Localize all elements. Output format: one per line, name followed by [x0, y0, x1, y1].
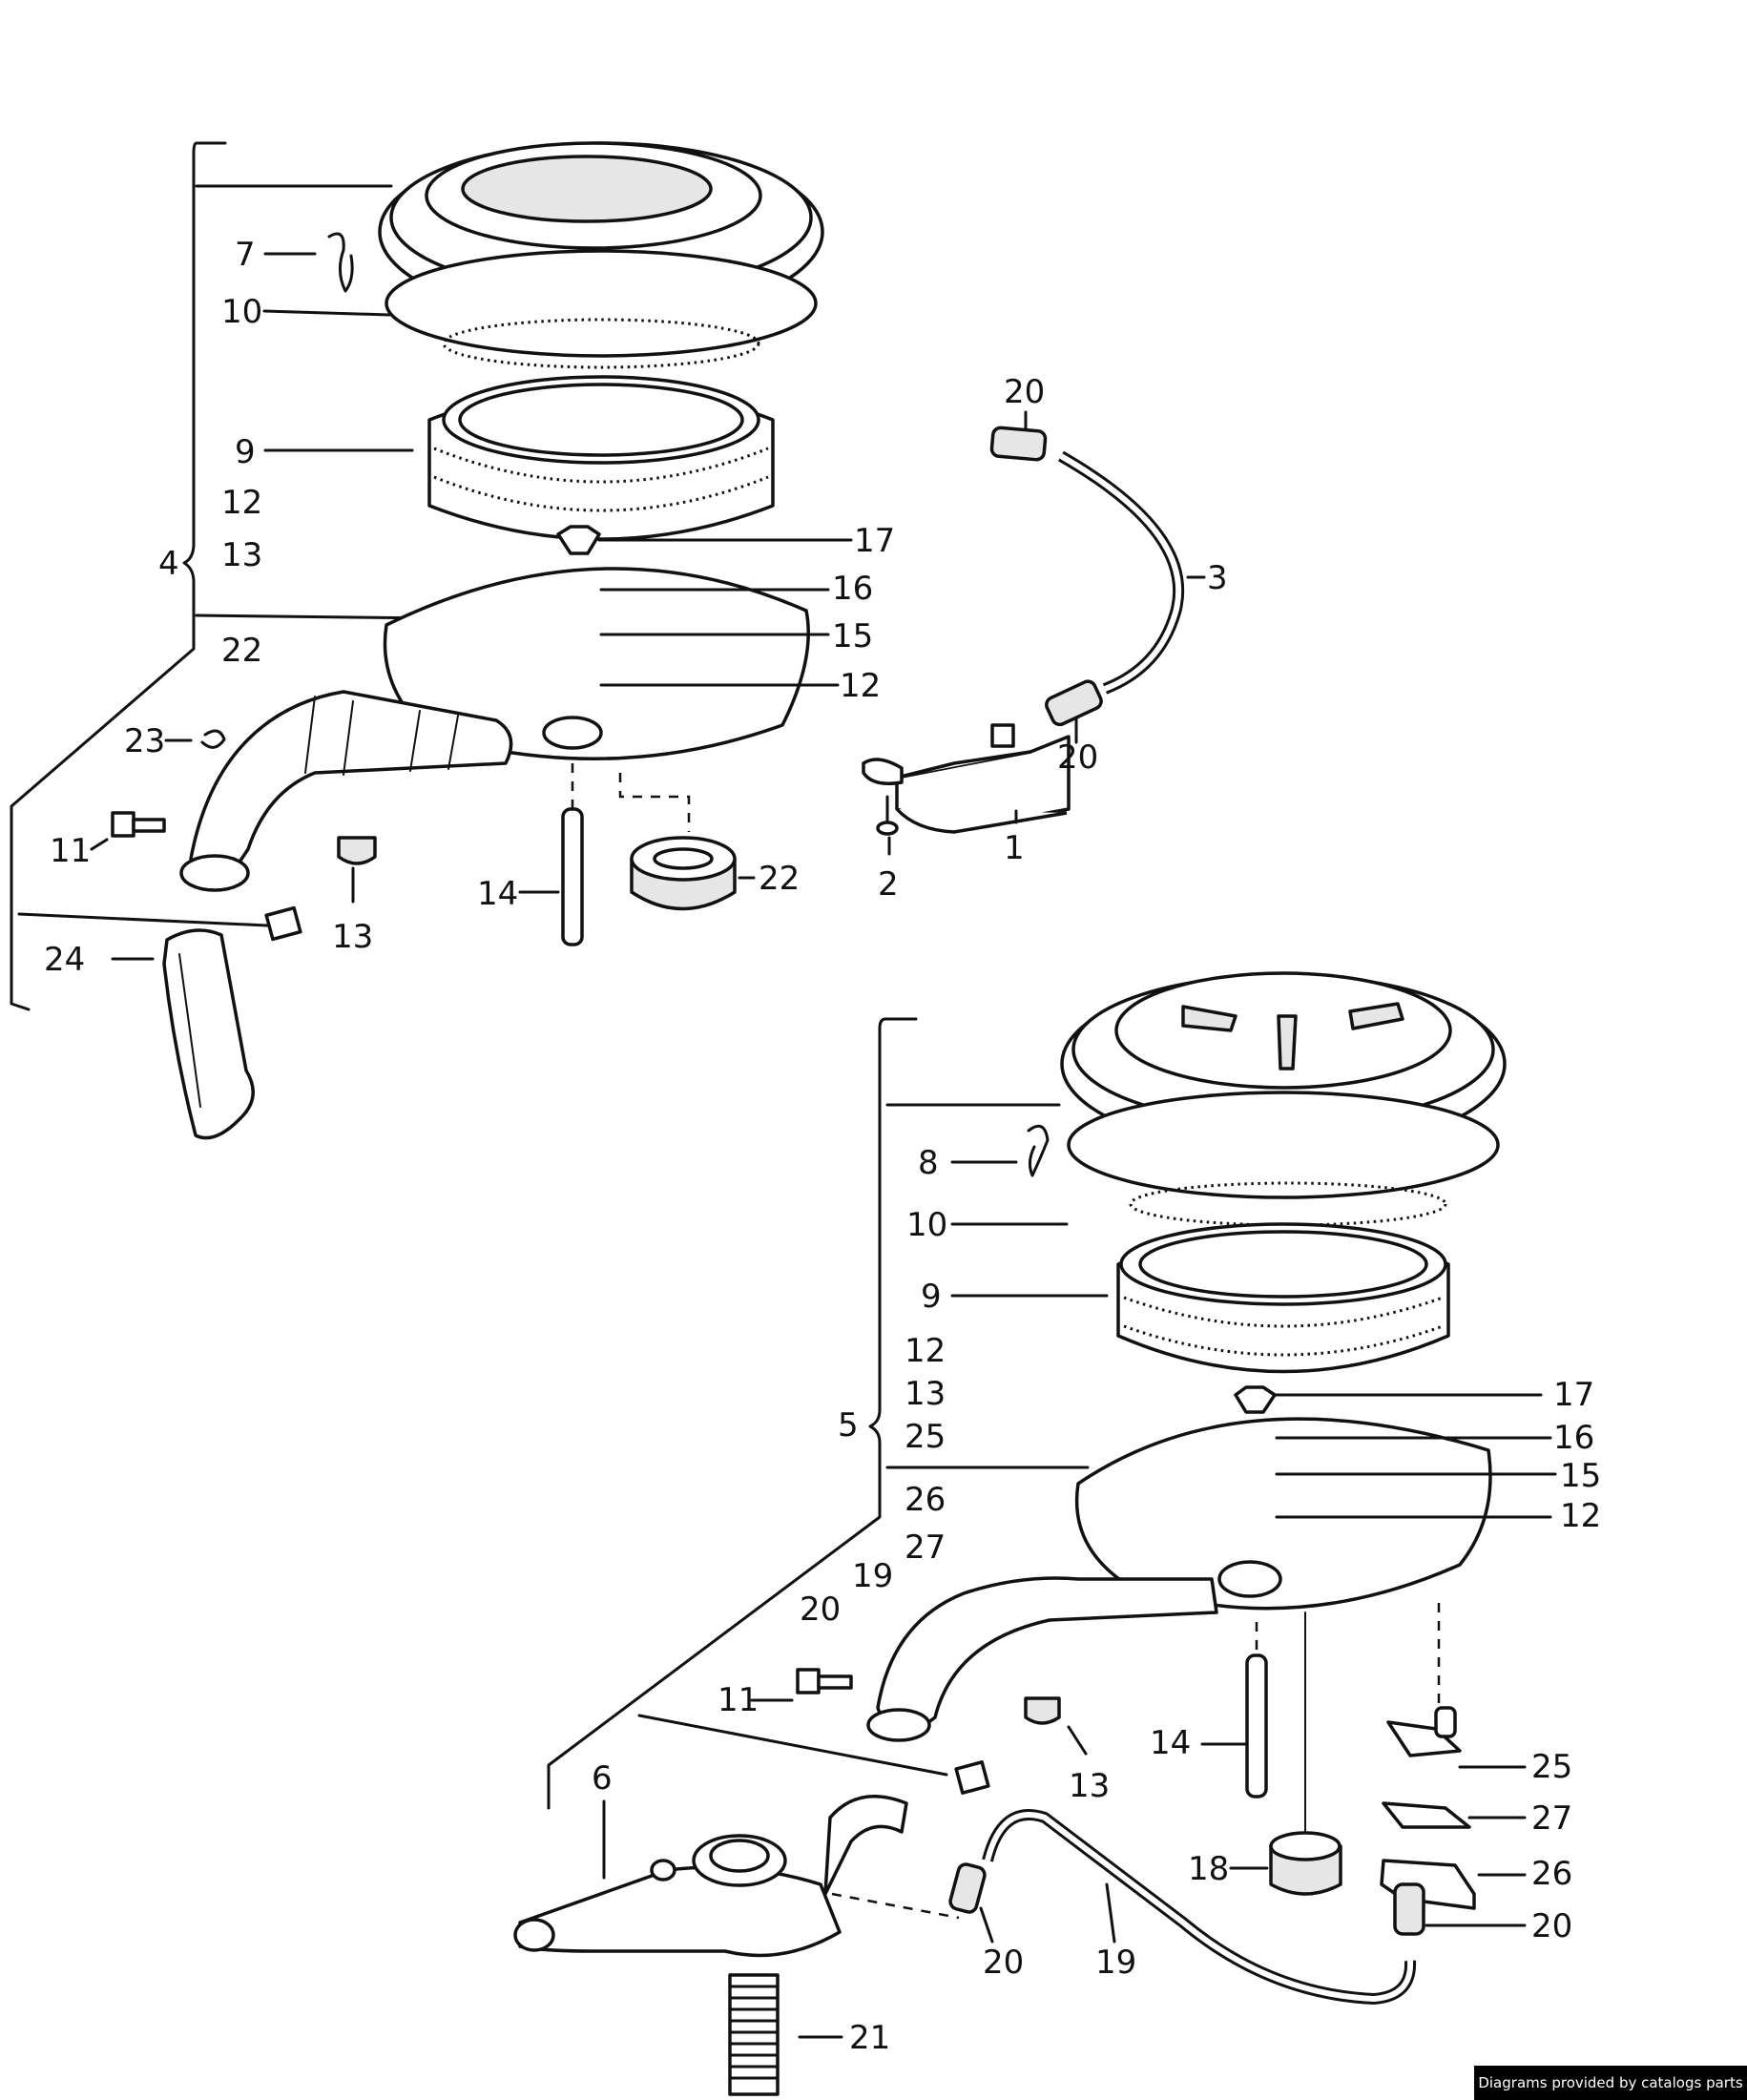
callout-b26: 26 [905, 1481, 946, 1519]
warm-air-regulator [513, 1795, 908, 1958]
callout-b19: 19 [852, 1557, 893, 1595]
callout-b20b: 20 [1531, 1907, 1572, 1945]
callout-a20t: 20 [1004, 373, 1045, 411]
spring-clip-2 [1027, 1124, 1050, 1177]
intake-duct [162, 928, 255, 1140]
bolt-2 [796, 1668, 853, 1695]
callout-a22b: 22 [759, 860, 800, 898]
wire-clip [200, 729, 226, 749]
callout-b9: 9 [921, 1278, 942, 1316]
hose-sleeve-middle [948, 1862, 987, 1914]
callout-b20c: 20 [983, 1944, 1024, 1982]
callout-b26b: 26 [1531, 1855, 1572, 1893]
callout-a16: 16 [832, 570, 873, 608]
hose-sleeve-right [1393, 1882, 1425, 1936]
filter-element [427, 375, 775, 541]
callout-b18: 18 [1188, 1850, 1229, 1888]
callout-b21: 21 [849, 2019, 890, 2057]
square-nut-2 [954, 1760, 990, 1795]
credit-banner: Diagrams provided by catalogs parts [1474, 2066, 1747, 2100]
callout-b10: 10 [906, 1206, 947, 1244]
callout-a13b: 13 [332, 918, 373, 956]
callout-b14: 14 [1150, 1724, 1191, 1762]
callout-a1: 1 [1004, 829, 1025, 867]
screw [876, 795, 899, 836]
hose-sleeve [989, 426, 1048, 462]
rod-2 [1245, 1653, 1268, 1799]
thermo-valve-group [862, 410, 1206, 856]
filter-element-2 [1116, 1222, 1450, 1374]
bolt [111, 811, 166, 838]
callout-a11: 11 [50, 832, 91, 870]
callout-b6: 6 [592, 1759, 613, 1798]
callout-a7: 7 [235, 236, 256, 274]
callout-labels: 7 10 9 12 13 4 22 23 11 13 14 22 24 17 1… [44, 236, 1601, 2057]
callout-b11: 11 [718, 1681, 759, 1719]
callout-a23: 23 [124, 722, 165, 760]
vacuum-hose-2 [982, 1809, 1417, 2006]
callout-a10: 10 [221, 293, 262, 331]
callout-b5: 5 [838, 1406, 859, 1445]
rubber-grommet [1269, 1831, 1342, 1896]
callout-b17: 17 [1553, 1376, 1594, 1414]
rod [561, 807, 584, 946]
callout-b12: 12 [905, 1332, 946, 1370]
gasket-ring-2 [1067, 1091, 1500, 1199]
callout-b20: 20 [800, 1591, 841, 1629]
callout-a20m: 20 [1057, 738, 1098, 777]
callout-b25b: 25 [1531, 1748, 1572, 1786]
callout-b12b: 12 [1560, 1497, 1601, 1535]
temperature-valve [862, 723, 1071, 834]
air-cleaner-housing-2 [866, 1417, 1492, 1742]
cap-nut [337, 836, 377, 865]
callout-a13: 13 [221, 536, 262, 574]
vacuum-hose [1058, 450, 1185, 695]
hex-nut-2 [1234, 1385, 1277, 1414]
callout-b13: 13 [905, 1375, 946, 1413]
callout-a3: 3 [1207, 559, 1228, 597]
square-nut [264, 905, 302, 942]
callout-a14: 14 [477, 875, 518, 913]
callout-a12b: 12 [840, 667, 881, 705]
callout-b16: 16 [1553, 1419, 1594, 1457]
callout-a22: 22 [221, 632, 262, 670]
hose-sleeve-lower [1045, 679, 1103, 727]
callout-b25: 25 [905, 1418, 946, 1456]
cap-nut-2 [1024, 1696, 1061, 1725]
air-cleaner-housing [179, 567, 810, 892]
air-cleaner-assembly-4 [10, 141, 853, 1140]
callout-a12: 12 [221, 484, 262, 522]
flex-duct [728, 1973, 780, 2096]
callout-b13b: 13 [1069, 1767, 1110, 1805]
callout-a17: 17 [854, 522, 895, 560]
callout-a2: 2 [878, 865, 899, 904]
callout-b27b: 27 [1531, 1799, 1572, 1838]
callout-b19b: 19 [1095, 1944, 1136, 1982]
mounting-bracket-set [1380, 1706, 1476, 1910]
callout-b15: 15 [1560, 1457, 1601, 1495]
callout-a4: 4 [158, 545, 179, 583]
callout-b27: 27 [905, 1528, 946, 1567]
callout-a24: 24 [44, 941, 85, 979]
hex-nut [556, 525, 601, 555]
callout-a9: 9 [235, 433, 256, 471]
spring-clip [327, 232, 354, 293]
air-cleaner-assembly-5 [513, 971, 1557, 2096]
foam-seal [630, 836, 737, 911]
callout-b8: 8 [918, 1144, 939, 1182]
gasket-ring [385, 249, 818, 358]
callout-a15: 15 [832, 617, 873, 655]
